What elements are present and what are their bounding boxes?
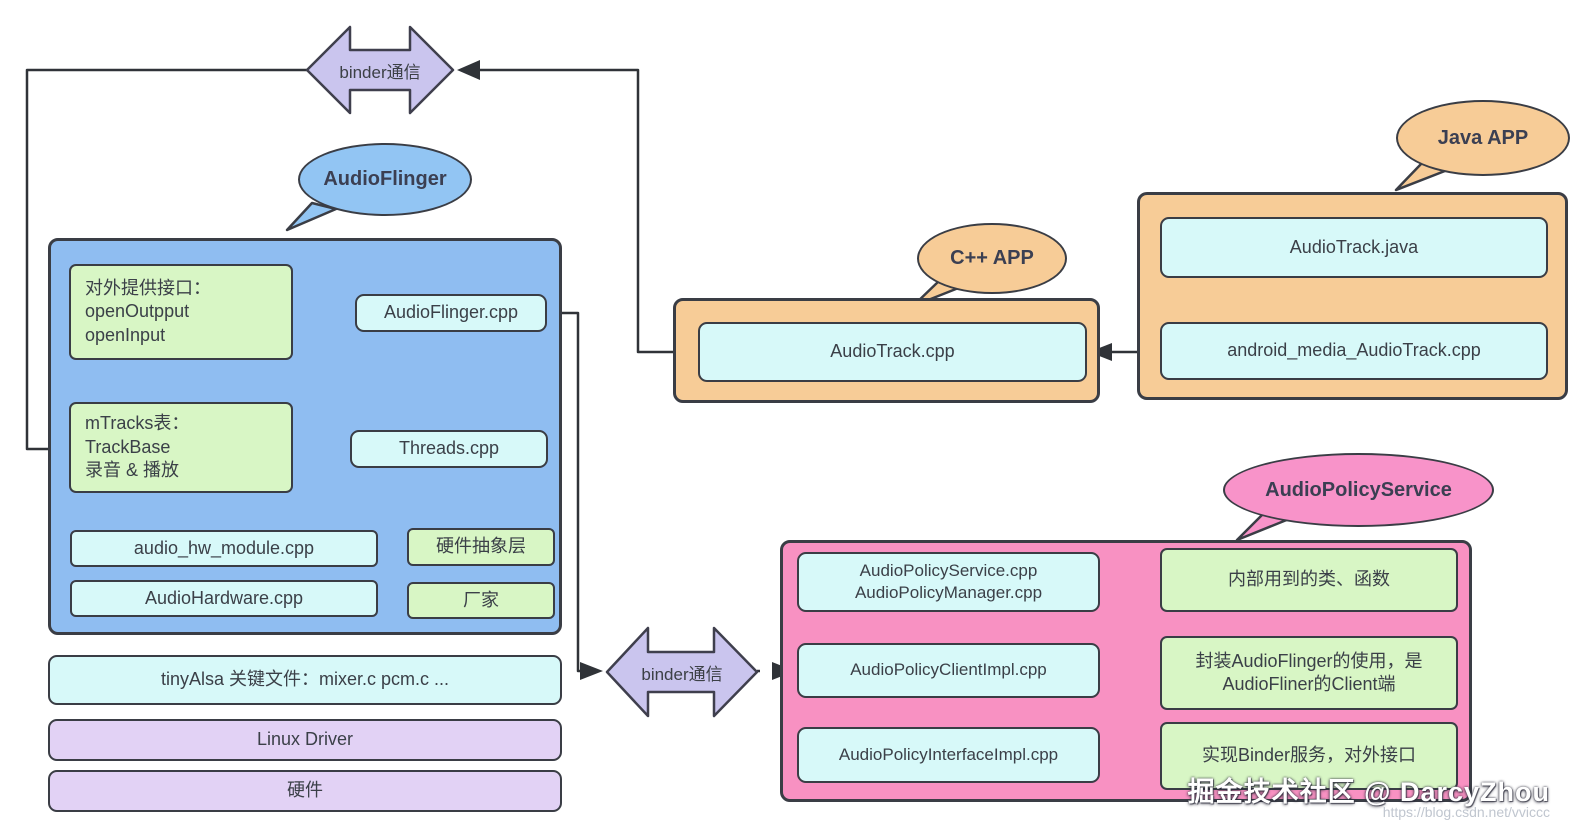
binder-top-label: binder通信 <box>339 62 421 82</box>
audiohardware-box: AudioHardware.cpp <box>70 580 378 617</box>
binder-double-arrow-top <box>305 25 455 115</box>
arrowhead-into-binder-bottom <box>580 662 603 680</box>
flinger-bubble-tail <box>285 201 338 232</box>
audiotrack-java-box: AudioTrack.java <box>1160 217 1548 278</box>
watermark-url: https://blog.csdn.net/vviccc <box>1382 804 1550 820</box>
android-media-audiotrack-box: android_media_AudioTrack.cpp <box>1160 322 1548 380</box>
policy-row1-desc: 内部用到的类、函数 <box>1160 548 1458 612</box>
audio-hw-module-box: audio_hw_module.cpp <box>70 530 378 567</box>
hardware-bar: 硬件 <box>48 770 562 812</box>
mtracks-box: mTracks表： TrackBase 录音 & 播放 <box>69 402 293 493</box>
tinyalsa-bar: tinyAlsa 关键文件：mixer.c pcm.c ... <box>48 655 562 705</box>
vendor-label-box: 厂家 <box>407 582 555 619</box>
audioflinger-cpp-box: AudioFlinger.cpp <box>355 294 547 332</box>
hal-label-box: 硬件抽象层 <box>407 528 555 566</box>
threads-cpp-box: Threads.cpp <box>350 430 548 468</box>
wire-binder-top-to-mtracks <box>25 68 307 451</box>
wire-audioflingercpp-to-binder-bottom <box>547 311 580 673</box>
audiotrack-cpp-box: AudioTrack.cpp <box>698 322 1087 382</box>
policy-row3-desc: 实现Binder服务，对外接口 <box>1160 722 1458 790</box>
policy-row2-source: AudioPolicyClientImpl.cpp <box>797 643 1100 698</box>
audioflinger-bubble: AudioFlinger <box>298 143 472 216</box>
arrowhead-into-audiotrackcpp <box>1089 343 1112 361</box>
policy-row1-source: AudioPolicyService.cpp AudioPolicyManage… <box>797 552 1100 612</box>
binder-double-arrow-bottom <box>605 626 759 718</box>
watermark-community: 掘金技术社区 @ DarcyZhou <box>1187 777 1550 807</box>
java-app-bubble: Java APP <box>1396 100 1570 176</box>
interface-box: 对外提供接口： openOutpput openInput <box>69 264 293 360</box>
wire-audiotrack-to-binder-top <box>480 68 698 354</box>
policy-row3-source: AudioPolicyInterfaceImpl.cpp <box>797 727 1100 783</box>
audiopolicyservice-bubble: AudioPolicyService <box>1223 453 1494 527</box>
arrowhead-into-binder-top <box>457 60 480 80</box>
binder-bottom-label: binder通信 <box>641 664 723 684</box>
cpp-app-bubble: C++ APP <box>917 223 1067 294</box>
linux-driver-bar: Linux Driver <box>48 719 562 761</box>
policy-row2-desc: 封装AudioFlinger的使用，是 AudioFliner的Client端 <box>1160 636 1458 710</box>
